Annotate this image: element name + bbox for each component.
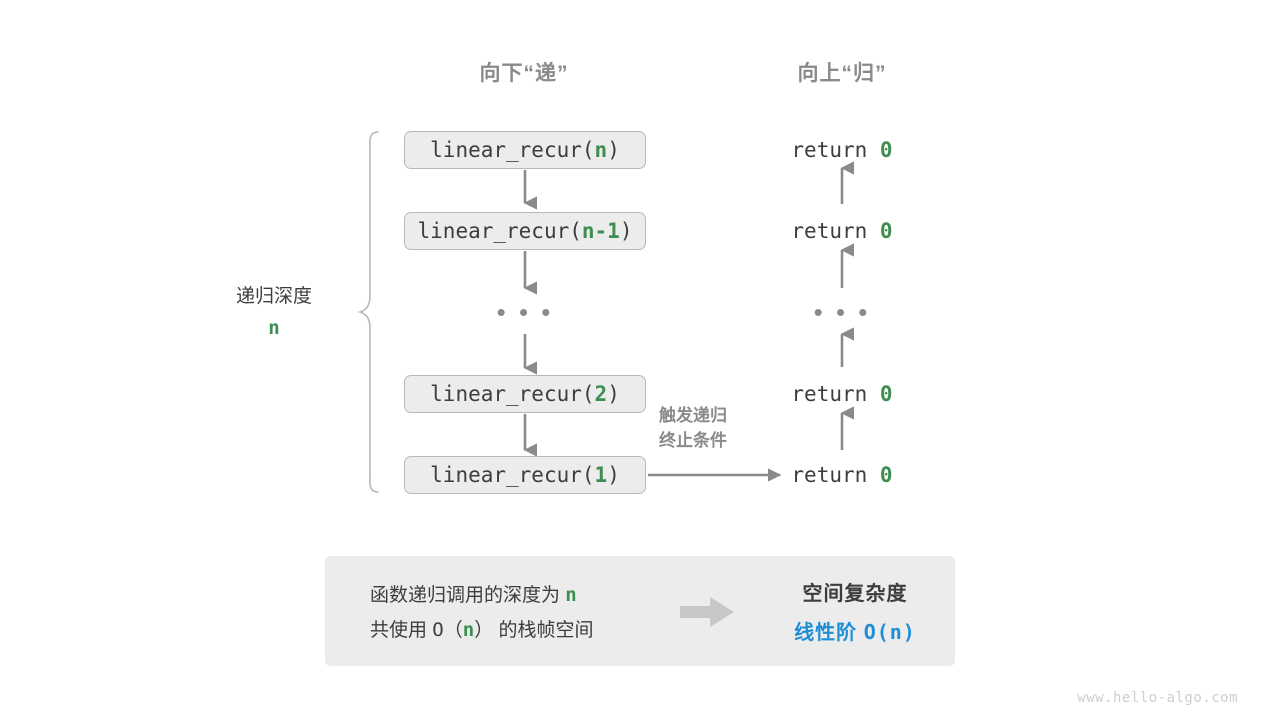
return-value: 0 xyxy=(879,219,893,243)
column-header-ascend: 向上“归” xyxy=(797,62,887,85)
call-arg: n-1 xyxy=(581,219,620,243)
return-statement: return 0 xyxy=(791,138,892,162)
return-keyword: return xyxy=(791,463,868,487)
complexity-order-label: 线性阶 xyxy=(794,622,858,644)
call-text-suffix: ) xyxy=(607,463,620,487)
return-keyword: return xyxy=(791,382,868,406)
return-keyword: return xyxy=(791,138,868,162)
termination-condition-note: 触发递归 终止条件 xyxy=(659,404,727,453)
recursion-depth-label: 递归深度 n xyxy=(236,281,312,339)
termination-note-line1: 触发递归 xyxy=(659,406,727,425)
site-watermark: www.hello-algo.com xyxy=(1077,690,1238,706)
summary-line-2: 共使用 O（n） 的栈帧空间 xyxy=(370,615,594,642)
summary-conclusion: 空间复杂度 线性阶 O(n) xyxy=(755,556,955,666)
call-arg: 1 xyxy=(594,463,608,487)
call-arg: 2 xyxy=(594,382,608,406)
call-text-prefix: linear_recur( xyxy=(430,138,595,162)
call-arg: n xyxy=(594,138,608,162)
return-statement: return 0 xyxy=(791,382,892,406)
summary-line2-highlight: n xyxy=(462,619,475,641)
call-frame-box: linear_recur(1) xyxy=(404,456,646,494)
call-text-prefix: linear_recur( xyxy=(417,219,582,243)
call-text-suffix: ) xyxy=(607,138,620,162)
call-text-suffix: ) xyxy=(619,219,633,243)
return-keyword: return xyxy=(791,219,868,243)
summary-line2-open: O（ xyxy=(432,619,463,641)
summary-line-1: 函数递归调用的深度为 n xyxy=(370,580,594,607)
complexity-order-expression: O(n) xyxy=(863,620,916,644)
return-value: 0 xyxy=(879,138,893,162)
return-ellipsis: • • • xyxy=(813,297,871,327)
complexity-title: 空间复杂度 xyxy=(802,583,908,605)
recursion-depth-bracket xyxy=(357,131,379,493)
call-stack-ellipsis: • • • xyxy=(496,297,554,327)
call-frame-box: linear_recur(n-1) xyxy=(404,212,646,250)
call-text-prefix: linear_recur( xyxy=(430,463,595,487)
termination-note-line2: 终止条件 xyxy=(659,430,727,450)
summary-line1-highlight: n xyxy=(565,584,577,606)
call-frame-box: linear_recur(2) xyxy=(404,375,646,413)
summary-line2-close: ） xyxy=(474,619,494,641)
complexity-value: 线性阶 O(n) xyxy=(794,616,916,645)
return-value: 0 xyxy=(879,463,893,487)
summary-line1-text: 函数递归调用的深度为 xyxy=(370,585,561,606)
complexity-summary-panel: 函数递归调用的深度为 n 共使用 O（n） 的栈帧空间 空间复杂度 线性阶 O(… xyxy=(325,556,955,666)
call-text-suffix: ) xyxy=(607,382,620,406)
call-frame-box: linear_recur(n) xyxy=(404,131,646,169)
summary-arrow-icon xyxy=(680,597,734,627)
summary-line2-text-d: 的栈帧空间 xyxy=(498,620,594,641)
return-statement: return 0 xyxy=(791,463,892,487)
return-statement: return 0 xyxy=(791,219,892,243)
summary-line2-text-a: 共使用 xyxy=(370,620,428,641)
call-text-prefix: linear_recur( xyxy=(430,382,595,406)
depth-label-value: n xyxy=(268,317,280,339)
column-header-descend: 向下“递” xyxy=(479,62,569,85)
depth-label-text: 递归深度 xyxy=(235,286,313,307)
return-value: 0 xyxy=(879,382,893,406)
summary-description: 函数递归调用的深度为 n 共使用 O（n） 的栈帧空间 xyxy=(370,556,594,666)
